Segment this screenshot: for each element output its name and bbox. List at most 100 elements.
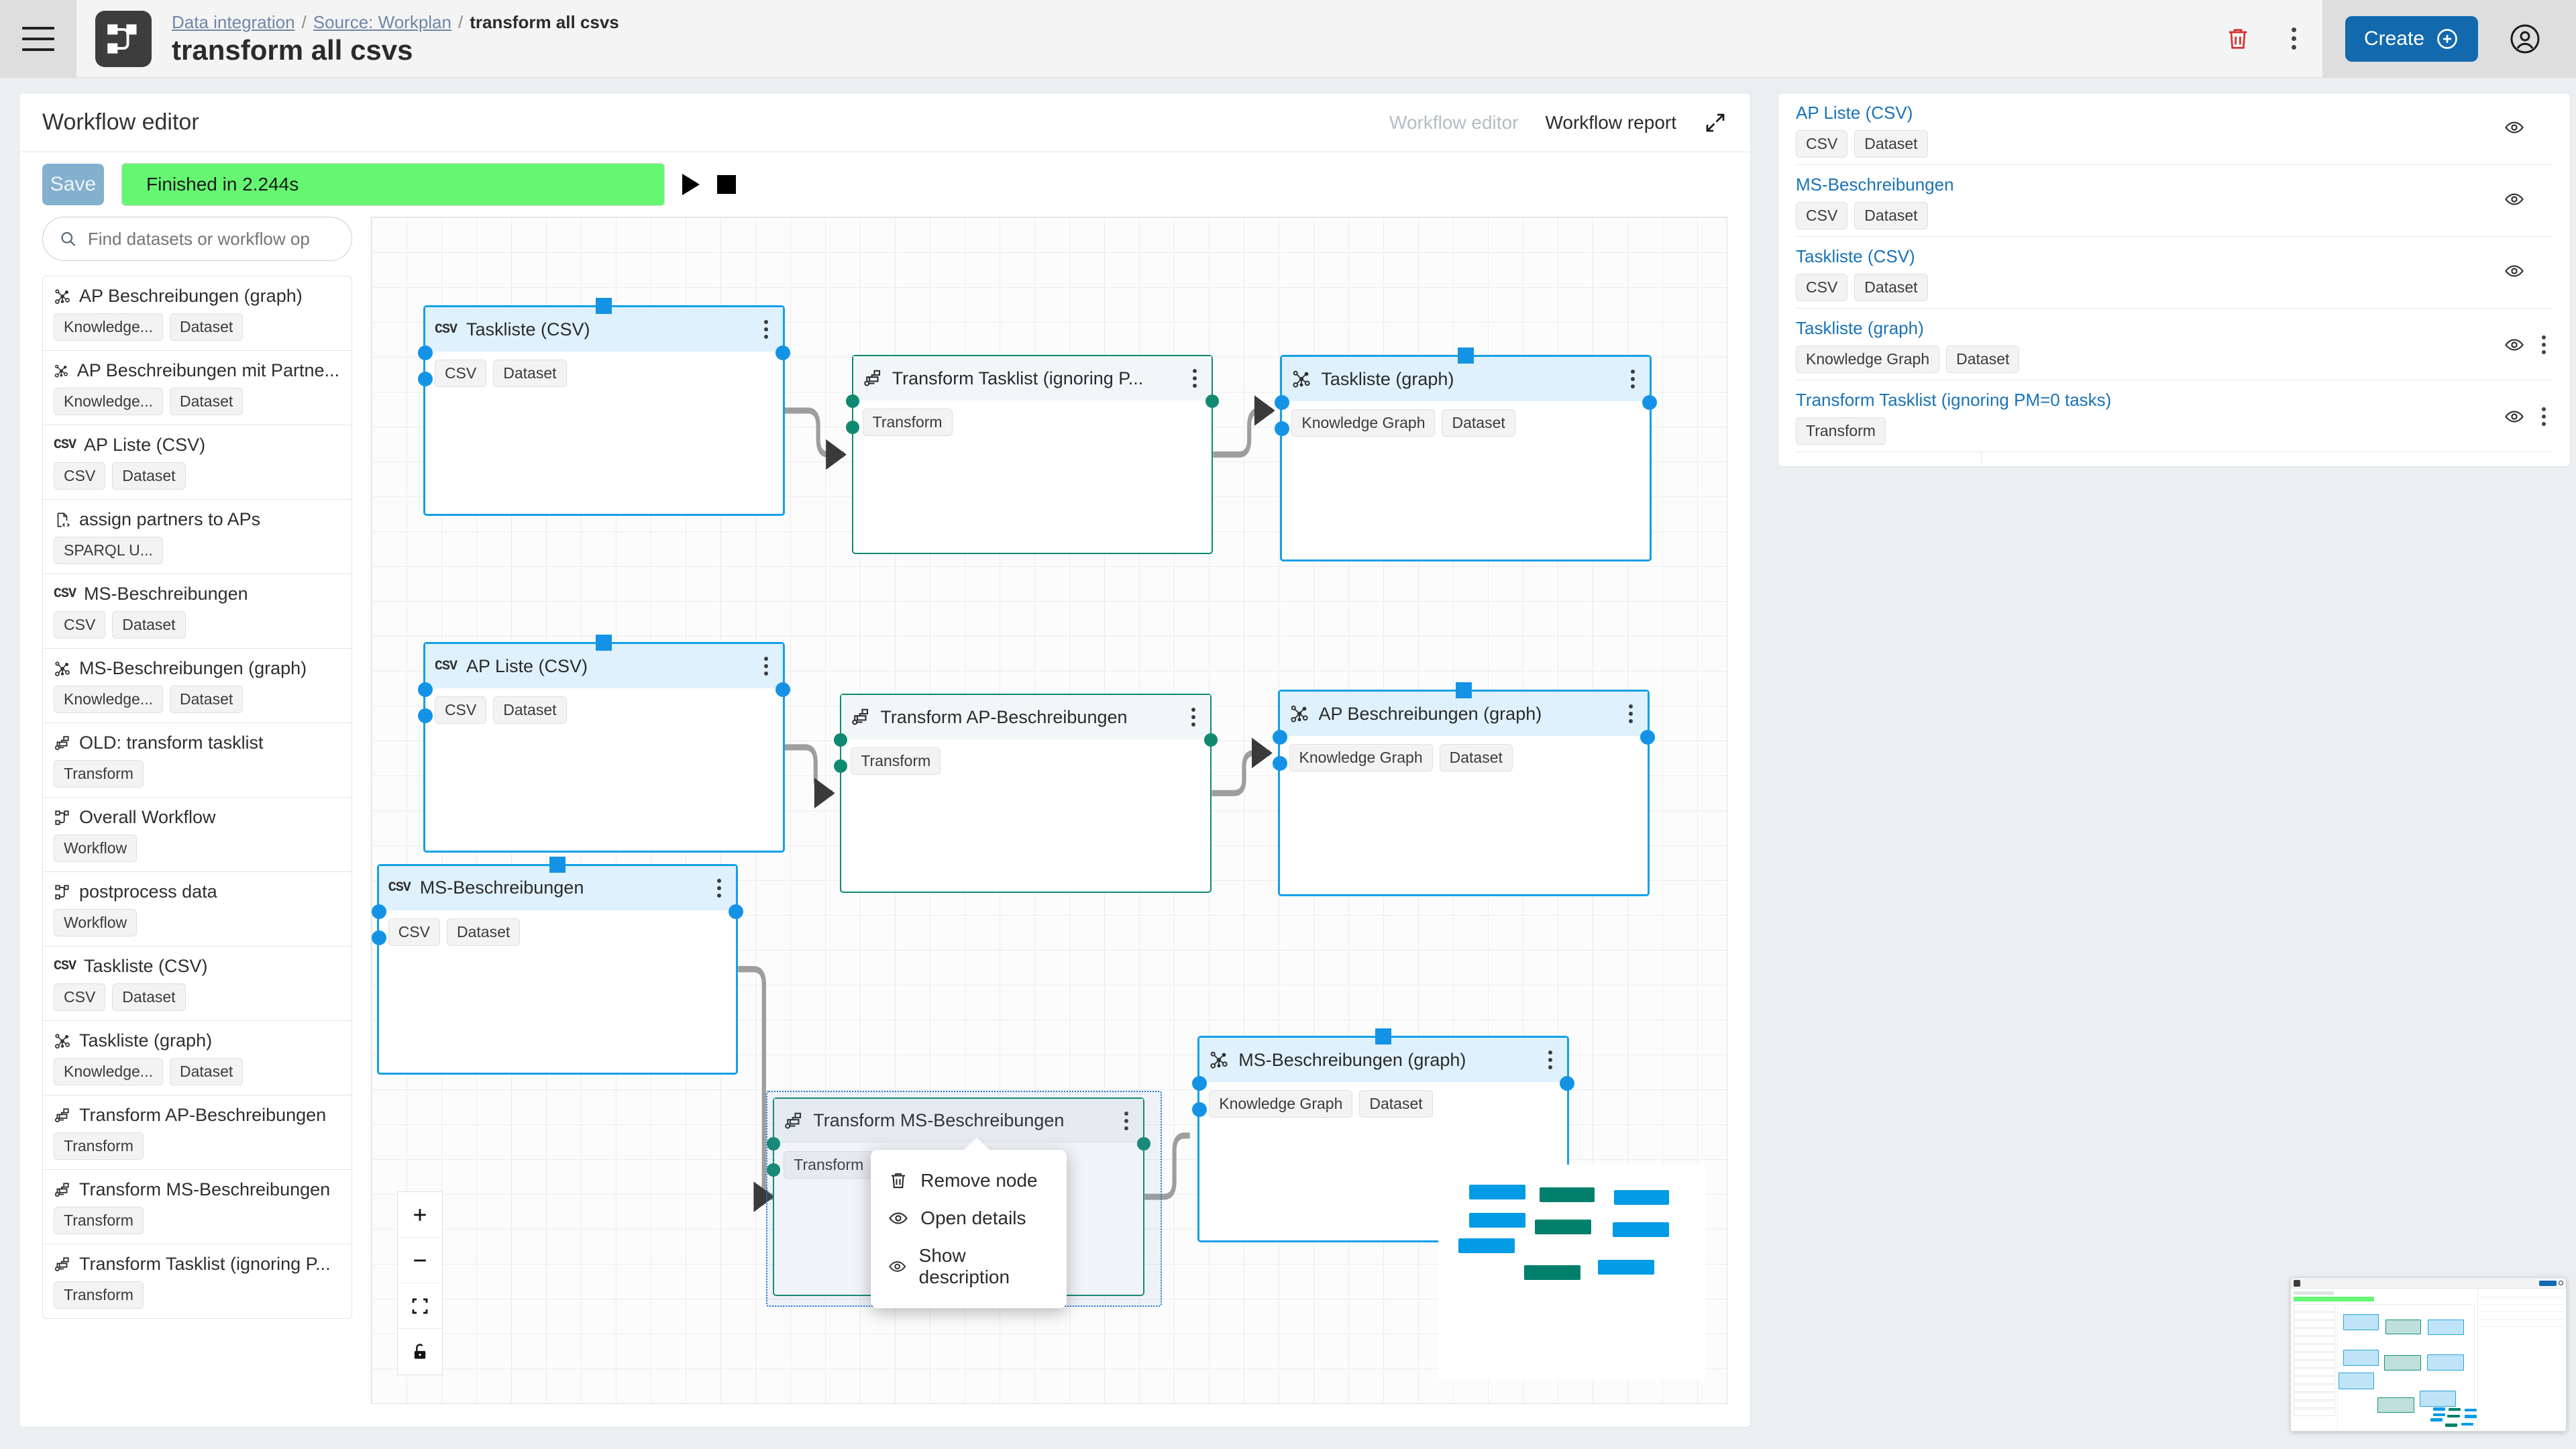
next-page-button[interactable] — [2511, 462, 2553, 466]
dataset-list-item[interactable]: Transform AP-Beschreibungen Transform — [42, 1095, 352, 1169]
lock-toggle-button[interactable] — [398, 1329, 442, 1375]
node-input-port[interactable] — [767, 1136, 781, 1150]
context-menu-item[interactable]: Open details — [871, 1199, 1067, 1237]
expand-button[interactable] — [1703, 111, 1727, 135]
context-menu-item[interactable]: Remove node — [871, 1162, 1067, 1199]
node-output-port[interactable] — [729, 904, 744, 919]
node-output-port[interactable] — [1642, 395, 1658, 411]
node-drag-handle[interactable] — [596, 635, 612, 651]
more-options-button[interactable] — [2266, 11, 2322, 67]
stop-workflow-button[interactable] — [717, 175, 736, 194]
zoom-out-button[interactable] — [398, 1238, 442, 1283]
node-output-port[interactable] — [1640, 730, 1655, 745]
report-row-link[interactable]: Transform Tasklist (ignoring PM=0 tasks) — [1796, 390, 2112, 410]
node-output-port[interactable] — [1204, 733, 1218, 747]
search-input[interactable] — [87, 228, 335, 250]
node-input-port[interactable] — [417, 372, 433, 387]
report-row-view-button[interactable] — [2504, 261, 2524, 281]
run-workflow-button[interactable] — [682, 174, 700, 195]
report-row-view-button[interactable] — [2504, 189, 2524, 209]
node-input-port[interactable] — [834, 733, 848, 747]
canvas-minimap[interactable] — [1438, 1165, 1705, 1381]
node-drag-handle[interactable] — [1375, 1028, 1392, 1045]
fit-to-view-button[interactable] — [398, 1283, 442, 1329]
node-input-port[interactable] — [372, 904, 386, 919]
node-drag-handle[interactable] — [596, 298, 612, 315]
node-input-port[interactable] — [767, 1163, 781, 1177]
report-row-menu-button[interactable] — [2535, 405, 2553, 429]
canvas-node[interactable]: AP Beschreibungen (graph) Knowledge Grap… — [1272, 682, 1655, 897]
dataset-list-item[interactable]: Overall Workflow Workflow — [42, 797, 352, 871]
node-menu-button[interactable] — [759, 653, 773, 680]
canvas-node[interactable]: Transform AP-Beschreibungen Transform — [834, 694, 1218, 893]
dataset-list-item[interactable]: OLD: transform tasklist Transform — [42, 722, 352, 797]
dataset-list-item[interactable]: MS-Beschreibungen (graph) Knowledge...Da… — [42, 648, 352, 722]
node-menu-button[interactable] — [1543, 1046, 1558, 1073]
node-input-port[interactable] — [417, 345, 433, 361]
node-menu-button[interactable] — [1119, 1108, 1134, 1134]
node-input-port[interactable] — [1272, 730, 1287, 745]
node-menu-button[interactable] — [1623, 700, 1638, 727]
node-input-port[interactable] — [1272, 756, 1287, 771]
node-drag-handle[interactable] — [1458, 347, 1474, 364]
node-input-port[interactable] — [372, 930, 386, 945]
breadcrumb-item-0[interactable]: Data integration — [172, 11, 295, 32]
report-row-link[interactable]: Taskliste (CSV) — [1796, 246, 1915, 266]
node-menu-button[interactable] — [712, 875, 727, 902]
dataset-list-item[interactable]: Transform Tasklist (ignoring P... Transf… — [42, 1244, 352, 1319]
node-menu-button[interactable] — [759, 316, 773, 343]
node-output-port[interactable] — [1205, 394, 1220, 409]
node-menu-button[interactable] — [1186, 704, 1201, 731]
page-preview-thumbnail[interactable] — [2281, 1268, 2576, 1449]
dataset-list-item[interactable]: Transform MS-Beschreibungen Transform — [42, 1169, 352, 1244]
node-input-port[interactable] — [417, 708, 433, 724]
node-drag-handle[interactable] — [1455, 682, 1472, 699]
report-row-link[interactable]: Taskliste (graph) — [1796, 318, 1924, 338]
dataset-list-item[interactable]: AP Beschreibungen mit Partne... Knowledg… — [42, 350, 352, 425]
node-output-port[interactable] — [1137, 1136, 1151, 1150]
create-button[interactable]: Create — [2345, 15, 2478, 62]
zoom-in-button[interactable] — [398, 1192, 442, 1238]
report-row-view-button[interactable] — [2504, 335, 2524, 355]
account-button[interactable] — [2497, 11, 2553, 67]
node-input-port[interactable] — [1275, 395, 1290, 411]
node-input-port[interactable] — [1275, 421, 1290, 437]
node-input-port[interactable] — [834, 759, 848, 773]
node-input-port[interactable] — [1192, 1102, 1208, 1118]
report-row-view-button[interactable] — [2504, 117, 2524, 138]
report-row-link[interactable]: MS-Beschreibungen — [1796, 174, 1954, 195]
dataset-list-item[interactable]: AP Beschreibungen (graph) Knowledge...Da… — [42, 276, 352, 350]
menu-toggle-button[interactable] — [0, 0, 76, 78]
prev-page-button[interactable] — [2455, 462, 2496, 466]
save-button[interactable]: Save — [42, 164, 104, 205]
report-row-link[interactable]: AP Liste (CSV) — [1796, 103, 1913, 123]
node-input-port[interactable] — [1192, 1076, 1208, 1091]
node-menu-button[interactable] — [1625, 366, 1640, 392]
node-output-port[interactable] — [1560, 1076, 1575, 1091]
canvas-node[interactable]: Transform Tasklist (ignoring P... Transf… — [845, 355, 1220, 554]
dataset-list-item[interactable]: Taskliste (graph) Knowledge...Dataset — [42, 1020, 352, 1095]
dataset-list-item[interactable]: assign partners to APs SPARQL U... — [42, 499, 352, 574]
report-row-view-button[interactable] — [2504, 407, 2524, 427]
node-input-port[interactable] — [845, 394, 859, 409]
node-input-port[interactable] — [417, 682, 433, 698]
node-menu-button[interactable] — [1187, 365, 1202, 392]
context-menu-item[interactable]: Show description — [871, 1237, 1067, 1296]
search-box[interactable] — [42, 217, 352, 261]
tab-workflow-editor[interactable]: Workflow editor — [1389, 111, 1519, 133]
node-drag-handle[interactable] — [549, 856, 566, 873]
node-output-port[interactable] — [775, 682, 790, 698]
node-output-port[interactable] — [775, 345, 790, 361]
tab-workflow-report[interactable]: Workflow report — [1545, 111, 1676, 133]
report-row-menu-button[interactable] — [2535, 333, 2553, 357]
breadcrumb-item-1[interactable]: Source: Workplan — [313, 11, 451, 32]
dataset-list-item[interactable]: postprocess data Workflow — [42, 871, 352, 946]
